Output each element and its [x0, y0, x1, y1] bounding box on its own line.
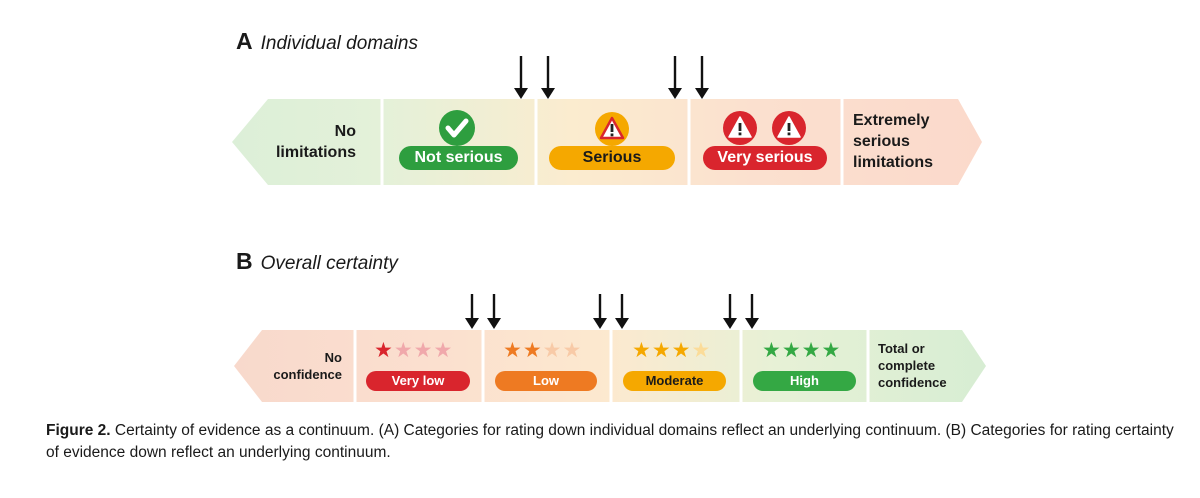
panel-a-right-label: Extremely serious limitations — [853, 110, 963, 173]
panel-a-right-label-line1: Extremely — [853, 112, 930, 129]
panel-a-left-label: No limitations — [262, 121, 356, 163]
panel-a-left-label-line1: No — [334, 123, 356, 140]
panel-b-left-label: No confidence — [262, 349, 342, 383]
panel-a-left-label-line2: limitations — [275, 144, 356, 161]
high-stars: ★★★★ — [762, 340, 840, 361]
panel-b-letter: B — [236, 248, 253, 274]
panel-a-title: A Individual domains — [236, 28, 418, 55]
warning-triangle-icon-1 — [723, 111, 757, 145]
moderate-badge: Moderate — [623, 371, 726, 391]
panel-b-right-label-line3: confidence — [878, 375, 947, 390]
star-filled-icon: ★ — [522, 339, 542, 362]
figure-caption: Figure 2. Certainty of evidence as a con… — [46, 420, 1186, 464]
low-badge: Low — [495, 371, 597, 391]
warning-triangle-icon-2 — [772, 111, 806, 145]
serious-badge: Serious — [549, 146, 675, 170]
star-filled-icon: ★ — [374, 339, 393, 362]
star-filled-icon: ★ — [762, 339, 781, 362]
panel-b-right-label-line2: complete — [878, 358, 936, 373]
low-stars: ★★★★ — [503, 340, 581, 361]
star-filled-icon: ★ — [781, 339, 801, 362]
panel-a-right-label-line2: serious — [853, 133, 910, 150]
figure-label: Figure 2. — [46, 422, 111, 439]
star-filled-icon: ★ — [671, 339, 691, 362]
panel-b-title: B Overall certainty — [236, 248, 398, 275]
star-empty-icon: ★ — [433, 339, 453, 362]
star-empty-icon: ★ — [562, 339, 582, 362]
check-circle-icon — [439, 110, 475, 146]
panel-a-title-text: Individual domains — [260, 33, 418, 54]
star-filled-icon: ★ — [632, 339, 651, 362]
not-serious-badge: Not serious — [399, 146, 518, 170]
very-serious-badge: Very serious — [703, 146, 827, 170]
panel-b-left-label-line2: confidence — [273, 367, 342, 382]
star-filled-icon: ★ — [801, 339, 821, 362]
star-empty-icon: ★ — [691, 339, 711, 362]
high-badge: High — [753, 371, 856, 391]
star-empty-icon: ★ — [542, 339, 562, 362]
panel-b-title-text: Overall certainty — [260, 253, 398, 274]
star-empty-icon: ★ — [413, 339, 433, 362]
panel-a-letter: A — [236, 28, 253, 54]
star-filled-icon: ★ — [821, 339, 841, 362]
star-empty-icon: ★ — [393, 339, 413, 362]
figure-caption-text: Certainty of evidence as a continuum. (A… — [46, 422, 1174, 461]
very-low-badge: Very low — [366, 371, 470, 391]
very-low-stars: ★★★★ — [374, 340, 452, 361]
panel-b-left-label-line1: No — [324, 350, 342, 365]
moderate-stars: ★★★★ — [632, 340, 710, 361]
star-filled-icon: ★ — [503, 339, 522, 362]
warning-triangle-icon — [595, 112, 629, 146]
panel-b-right-label-line1: Total or — [878, 341, 925, 356]
panel-b-right-label: Total or complete confidence — [878, 340, 968, 391]
star-filled-icon: ★ — [651, 339, 671, 362]
panel-a-right-label-line3: limitations — [853, 154, 934, 171]
